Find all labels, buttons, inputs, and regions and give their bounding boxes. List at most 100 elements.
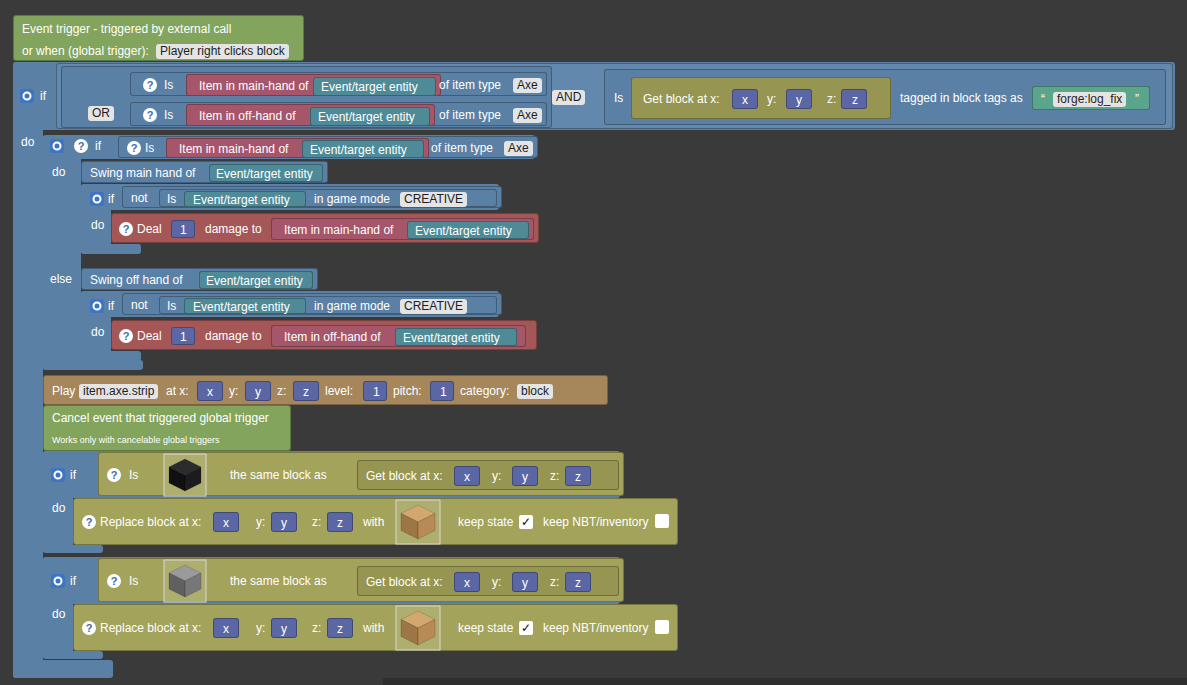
code-block: 1 (171, 327, 195, 345)
label-slot: y: (256, 514, 265, 530)
block-label: damage to (205, 329, 262, 344)
code-block: Event/target entity (310, 107, 430, 126)
label-slot: y: (492, 574, 501, 590)
block-icon (418, 620, 435, 646)
block-label: Event/target entity (403, 331, 500, 346)
label-slot: Is (164, 107, 173, 123)
block-label: the same block as (230, 468, 327, 483)
code-block: z (327, 512, 353, 532)
block-label: y (522, 576, 528, 591)
label-slot: Event/target entity (318, 109, 415, 125)
label-slot: Deal (137, 328, 162, 344)
label-slot: of item type (439, 77, 501, 93)
label-slot: x (223, 515, 229, 531)
code-block: x (454, 572, 480, 592)
label-slot: or when (global trigger): (22, 43, 149, 59)
label-slot: y: (492, 468, 501, 484)
block-label: y (255, 385, 261, 400)
code-block: ?Isof item typeAxeItem in off-hand ofEve… (130, 102, 547, 126)
label-slot: if (70, 573, 76, 589)
label-slot: Item in off-hand of (284, 329, 381, 345)
block-part (13, 62, 43, 678)
label-slot: Axe (513, 107, 542, 123)
label-slot: ? (143, 107, 157, 123)
mutator-icon (20, 89, 34, 103)
code-block: y (786, 89, 812, 109)
code-block: ?Replace block at x:y:z:withkeep state✓k… (73, 498, 678, 545)
block-label: Item in main-hand of (199, 79, 308, 94)
block-label: Cancel event that triggered global trigg… (52, 411, 269, 426)
code-block: Isin game modeCREATIVEEvent/target entit… (159, 189, 497, 207)
label-slot: z (852, 92, 858, 108)
dropdown-field: item.axe.strip (79, 384, 158, 399)
help-icon: ? (143, 78, 157, 92)
mutator-icon (51, 574, 65, 588)
label-slot: Get block at x: (366, 574, 443, 590)
label-slot: 1 (180, 222, 187, 238)
label-slot: y: (767, 91, 776, 107)
dropdown-field: AND (552, 90, 585, 105)
block-label: Item in main-hand of (284, 223, 393, 238)
mutator-icon (50, 139, 64, 153)
label-slot: with (363, 620, 384, 636)
label-slot: y: (229, 383, 238, 399)
label-slot: at x: (166, 383, 189, 399)
block-label: pitch: (393, 384, 422, 399)
block-part (43, 545, 103, 553)
label-slot: of item type (439, 107, 501, 123)
block-label: z (337, 516, 343, 531)
block-label: keep NBT/inventory (543, 621, 648, 636)
label-slot: do (91, 217, 104, 233)
block-icon (169, 467, 185, 491)
label-slot: Swing off hand of (90, 272, 183, 288)
block-label: with (363, 621, 384, 636)
dropdown-field: Player right clicks block (156, 44, 289, 59)
label-slot: do (52, 606, 65, 622)
label-slot: Deal (137, 221, 162, 237)
block-label: Replace block at x: (100, 621, 201, 636)
block-icon (401, 620, 418, 646)
block-label: category: (460, 384, 509, 399)
label-slot: Event/target entity (193, 192, 290, 208)
code-block: Event/target entity (209, 164, 323, 182)
label-slot: Event/target entity (206, 273, 303, 289)
label-slot: ? (107, 573, 121, 589)
block-label: or when (global trigger): (22, 44, 149, 59)
label-slot: x (464, 469, 470, 485)
mutator-icon (90, 192, 104, 206)
block-label: Is (167, 192, 176, 207)
label-slot: Cancel event that triggered global trigg… (52, 410, 269, 426)
block-label: Event trigger - triggered by external ca… (22, 22, 231, 37)
block-label: Event/target entity (216, 167, 313, 182)
code-block: Cancel event that triggered global trigg… (43, 405, 291, 451)
code-block: x (213, 618, 239, 638)
label-slot: x (742, 92, 748, 108)
code-block: Event/target entity (199, 271, 313, 289)
label-slot: ✓ (519, 620, 533, 636)
block-label: tagged in block tags as (900, 91, 1023, 106)
label-slot: z (337, 515, 343, 531)
help-icon: ? (82, 621, 96, 635)
block-label: y: (229, 384, 238, 399)
block-label: 1 (180, 223, 187, 238)
label-slot: y (255, 384, 261, 400)
block-label: z (303, 385, 309, 400)
block-label: if (95, 139, 101, 154)
code-block: y (512, 572, 538, 592)
label-slot: ? (74, 138, 88, 154)
mutator-icon (50, 139, 64, 153)
block-part (13, 62, 1175, 130)
mutator-icon (90, 299, 104, 313)
block-label: z: (312, 515, 321, 530)
code-block: Istagged in block tags asGet block at x:… (604, 69, 1166, 125)
code-block: z (327, 618, 353, 638)
code-block: Swing off hand of Event/target entity (81, 268, 318, 290)
block-part (81, 184, 111, 254)
code-block: z (841, 89, 867, 109)
help-icon: ? (119, 329, 133, 343)
label-slot: if (70, 467, 76, 483)
label-slot: “ (1041, 91, 1045, 107)
block-label: y (796, 93, 802, 108)
block-label: Item in off-hand of (284, 330, 381, 345)
block-label: if (108, 299, 114, 314)
